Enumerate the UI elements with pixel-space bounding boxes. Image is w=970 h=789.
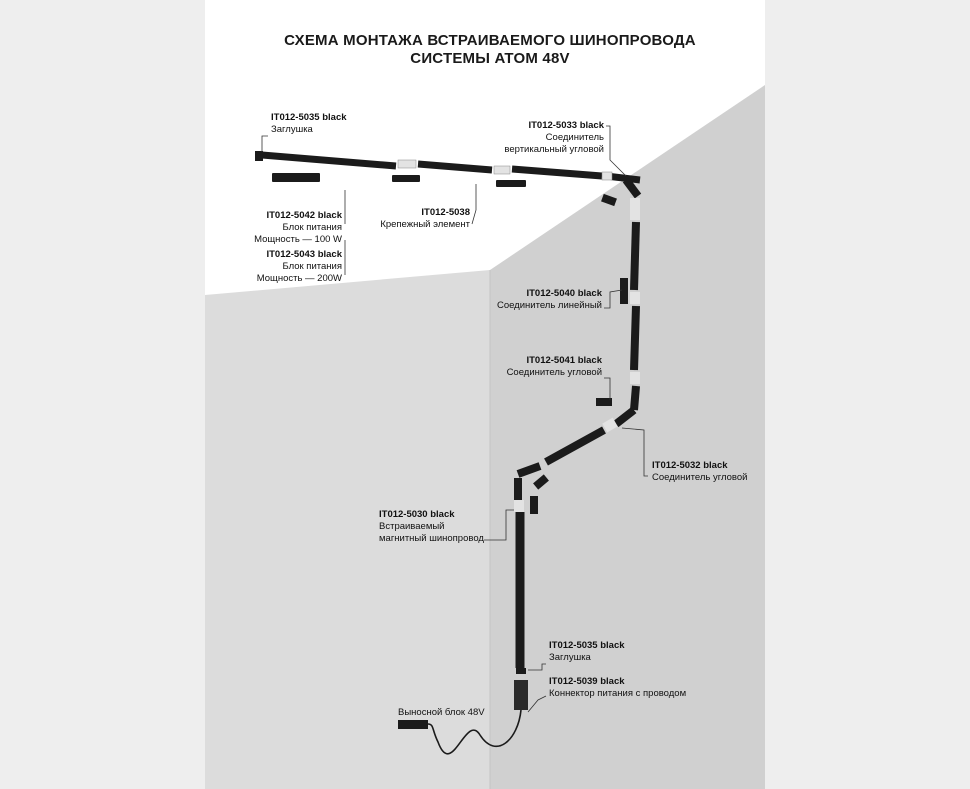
leader-line xyxy=(527,695,547,713)
end-cap-part xyxy=(516,668,526,674)
background-right-margin xyxy=(765,0,970,789)
remote-power-unit xyxy=(398,720,428,729)
label-text: Соединитель угловой xyxy=(652,472,748,483)
label-connector: IT012-5039 black Коннектор питания с про… xyxy=(549,676,686,700)
label-text: Заглушка xyxy=(271,124,313,135)
track-segment xyxy=(630,305,640,371)
spotlight-part xyxy=(620,278,628,304)
connector-part xyxy=(514,500,524,512)
label-remote-unit: Выносной блок 48V xyxy=(398,707,485,719)
leader-lines xyxy=(261,125,648,713)
label-cap-bottom: IT012-5035 black Заглушка xyxy=(549,640,625,664)
diagram-title-line1: СХЕМА МОНТАЖА ВСТРАИВАЕМОГО ШИНОПРОВОДА xyxy=(284,32,696,49)
label-vertical-corner: IT012-5033 black Соединитель вертикальны… xyxy=(490,120,604,156)
label-code: IT012-5043 black xyxy=(266,249,342,260)
corner-part xyxy=(516,462,542,478)
leader-line xyxy=(604,377,611,400)
label-text: Соединитель линейный xyxy=(496,300,602,311)
label-code: IT012-5035 black xyxy=(549,640,625,651)
label-code: IT012-5035 black xyxy=(271,112,347,123)
connector-part xyxy=(630,292,640,304)
label-text: вертикальный угловой xyxy=(504,144,604,155)
right-wall-plane xyxy=(490,85,765,789)
label-code: IT012-5040 black xyxy=(526,288,602,299)
label-corner-5041: IT012-5041 black Соединитель угловой xyxy=(484,355,602,379)
spotlight-part xyxy=(601,193,617,207)
label-track: IT012-5030 black Встраиваемый магнитный … xyxy=(379,509,484,545)
label-code: IT012-5030 black xyxy=(379,509,455,520)
leader-line xyxy=(621,427,648,477)
ceiling-track xyxy=(261,151,641,184)
wall-connectors-upper xyxy=(630,198,640,384)
label-text: Коннектор питания с проводом xyxy=(549,688,687,699)
leader-line xyxy=(471,184,477,225)
background-left-margin xyxy=(0,0,205,789)
spotlight-part xyxy=(596,398,612,406)
label-text: Мощность — 200W xyxy=(256,273,342,284)
track-segment xyxy=(544,426,606,466)
track-segment xyxy=(417,160,493,174)
connector-part xyxy=(630,198,640,220)
diagram-title-line2: СИСТЕМЫ ATOM 48V xyxy=(410,50,570,67)
left-wall-plane xyxy=(205,270,490,789)
linear-connector-part xyxy=(601,171,613,181)
leader-line xyxy=(528,663,546,671)
linear-connector-part xyxy=(397,159,417,169)
spotlight-part xyxy=(533,474,549,490)
wall-connectors-lower xyxy=(514,417,618,512)
label-mount: IT012-5038 Крепежный элемент xyxy=(370,207,470,231)
label-text: Соединитель угловой xyxy=(506,367,602,378)
vertical-corner-part xyxy=(622,177,642,199)
linear-connector-part xyxy=(493,165,511,175)
power-unit-part xyxy=(272,173,320,182)
label-code: IT012-5041 black xyxy=(526,355,602,366)
connector-part xyxy=(630,372,640,384)
connector-part xyxy=(602,417,618,433)
label-code: IT012-5042 black xyxy=(266,210,342,221)
label-text: Мощность — 100 W xyxy=(254,234,342,245)
label-text: Выносной блок 48V xyxy=(398,707,485,718)
corner-part xyxy=(613,406,637,428)
power-connector-part xyxy=(514,680,528,710)
end-cap-part xyxy=(255,151,263,161)
wall-track-upper xyxy=(622,177,642,411)
leader-line xyxy=(261,135,268,152)
label-power-100: IT012-5042 black Блок питания Мощность —… xyxy=(240,210,342,246)
leader-line xyxy=(606,125,627,177)
label-cap-top: IT012-5035 black Заглушка xyxy=(271,112,347,136)
label-text: Соединитель xyxy=(545,132,604,143)
power-cable xyxy=(427,709,522,755)
label-text: Встраиваемый xyxy=(379,521,445,532)
track-segment xyxy=(511,165,603,180)
label-corner-5032: IT012-5032 black Соединитель угловой xyxy=(652,460,747,484)
label-code: IT012-5038 xyxy=(421,207,470,218)
power-units xyxy=(272,173,526,187)
spotlight-part xyxy=(530,496,538,514)
label-power-200: IT012-5043 black Блок питания Мощность —… xyxy=(240,249,342,285)
leader-line xyxy=(484,509,514,541)
track-segment xyxy=(261,151,397,170)
leader-line xyxy=(604,289,623,309)
power-unit-part xyxy=(496,180,526,187)
label-text: магнитный шинопровод xyxy=(379,533,484,544)
label-text: Блок питания xyxy=(282,261,342,272)
power-unit-part xyxy=(392,175,420,182)
label-linear-connector: IT012-5040 black Соединитель линейный xyxy=(484,288,602,312)
wall-track-lower xyxy=(514,406,637,668)
label-text: Заглушка xyxy=(549,652,591,663)
label-code: IT012-5039 black xyxy=(549,676,625,687)
label-text: Крепежный элемент xyxy=(380,219,470,230)
label-code: IT012-5032 black xyxy=(652,460,728,471)
track-segment xyxy=(630,385,640,411)
label-code: IT012-5033 black xyxy=(528,120,604,131)
ceiling-connectors xyxy=(397,159,613,181)
label-text: Блок питания xyxy=(282,222,342,233)
track-segment xyxy=(630,221,640,291)
